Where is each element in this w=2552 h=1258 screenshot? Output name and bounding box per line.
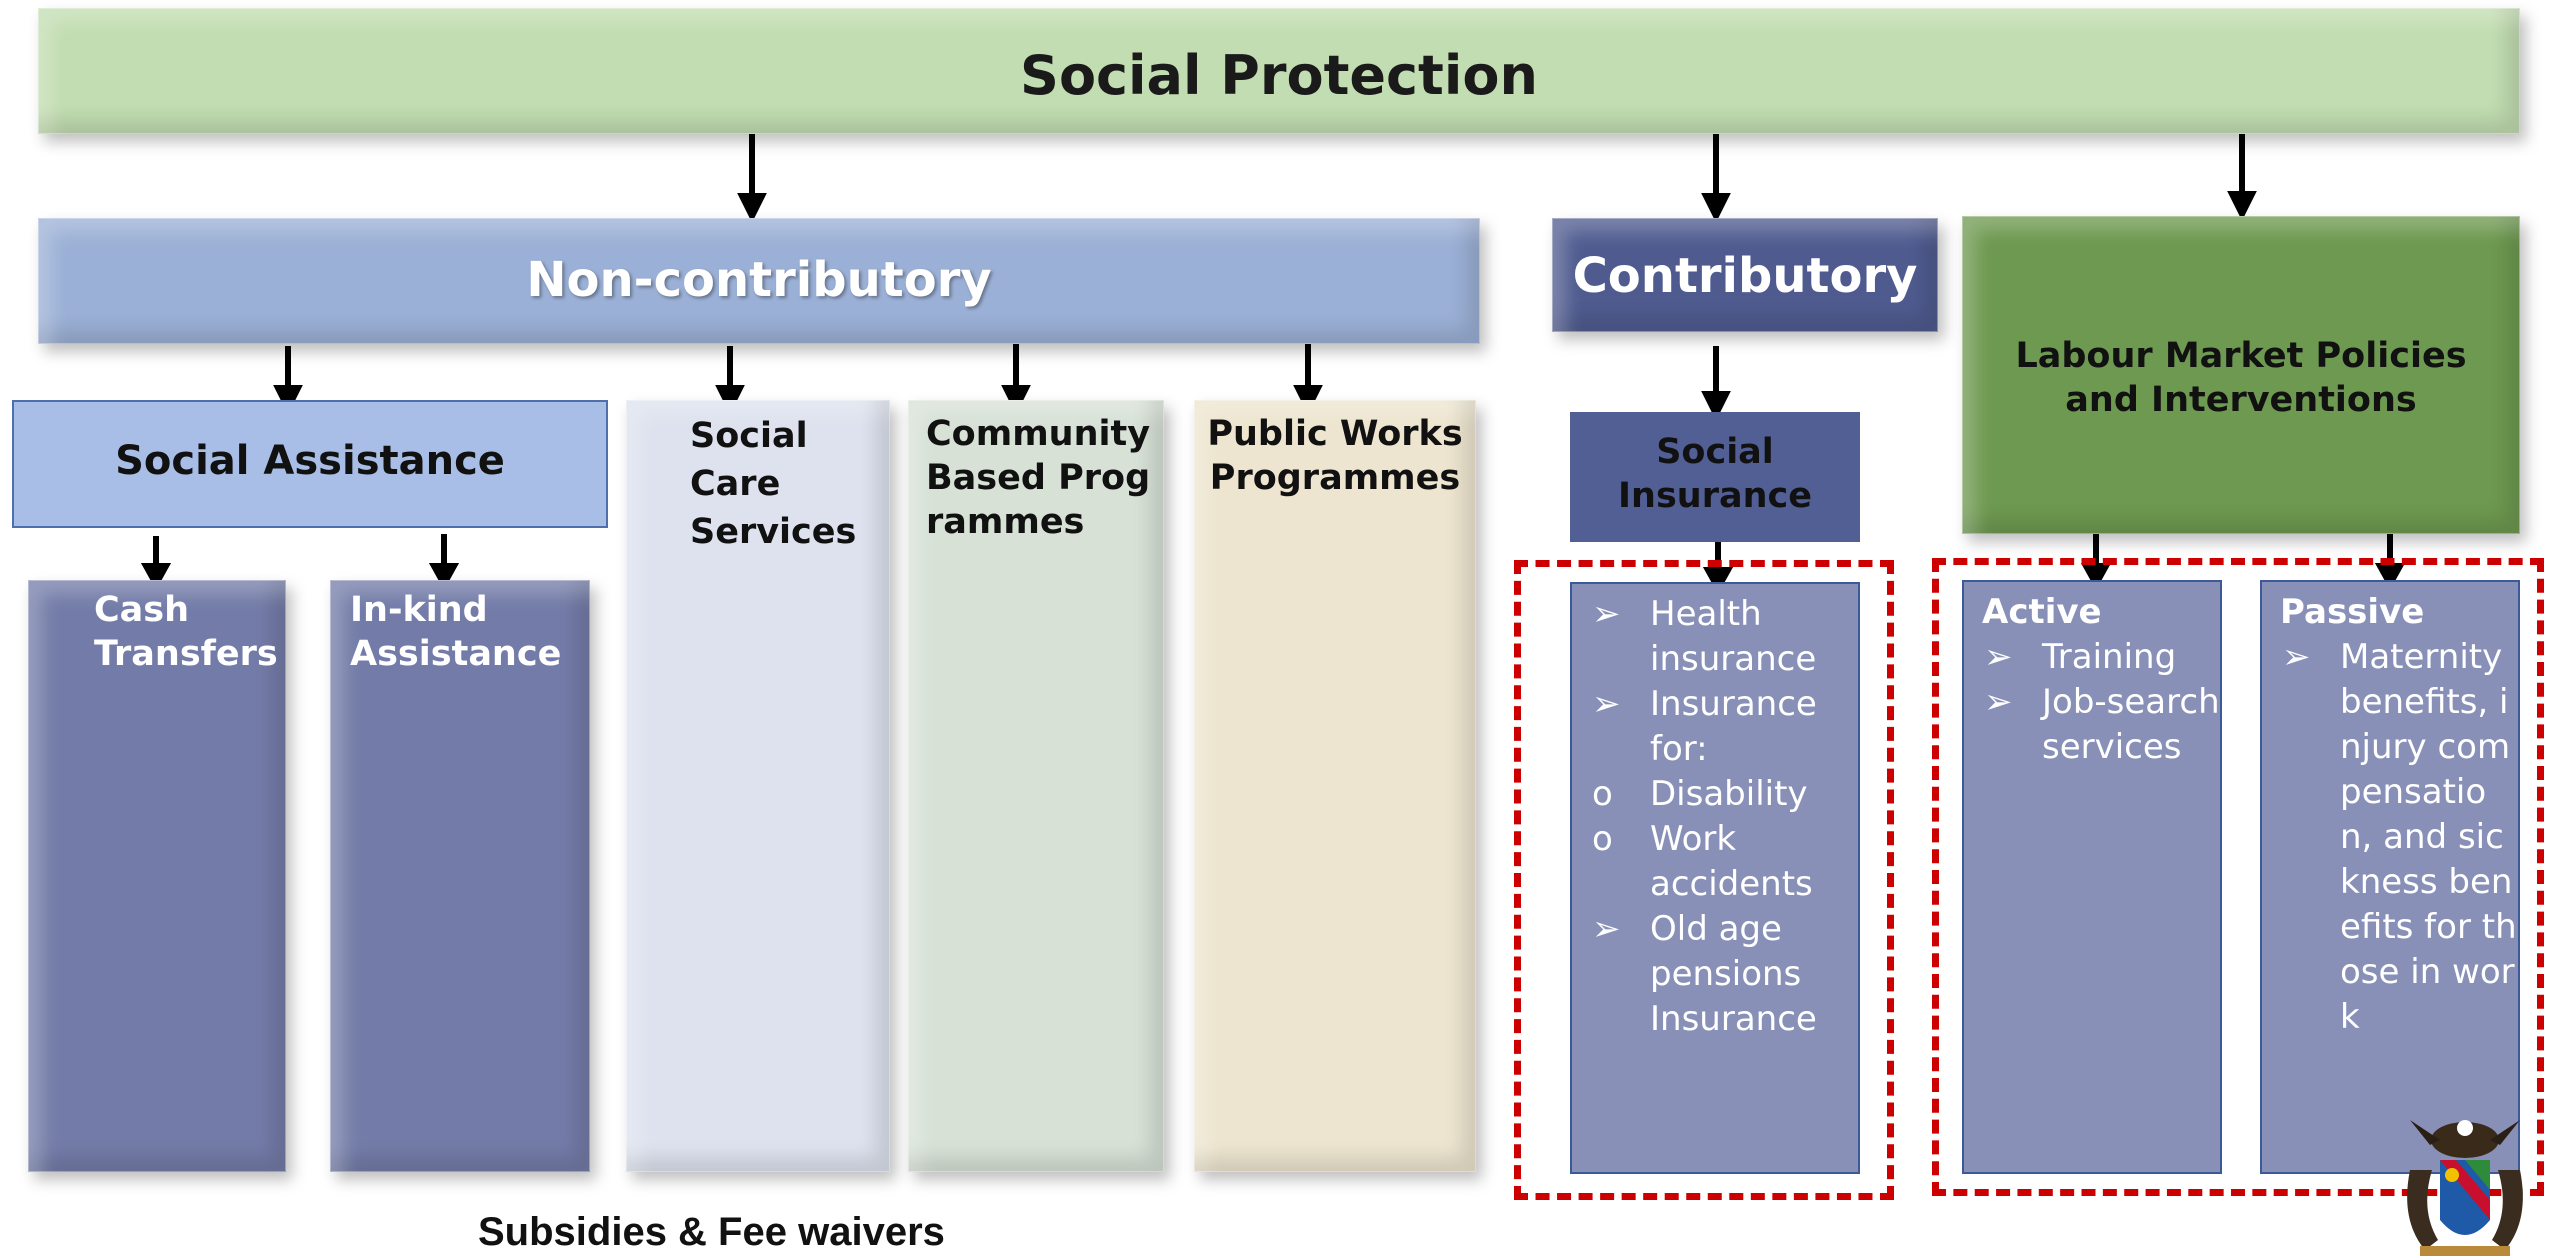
list-item: o Disability — [1572, 772, 1858, 817]
list-item: ➢ Insurance for: — [1572, 682, 1858, 772]
cash-transfers-label: Cash Transfers — [94, 590, 278, 674]
cash-transfers-box: Cash Transfers — [28, 580, 286, 1172]
list-item-text: Health insurance — [1650, 594, 1817, 679]
inkind-assistance-box: In-kind Assistance — [330, 580, 590, 1172]
bullet-circle-icon: o — [1592, 819, 1613, 859]
subsidies-caption: Subsidies & Fee waivers — [478, 1210, 945, 1254]
contributory-title: Contributory — [1572, 248, 1918, 304]
bullet-arrow-icon: ➢ — [2282, 637, 2311, 677]
labour-market-dashed-outline — [1932, 558, 2544, 1196]
contributory-box: Contributory — [1552, 218, 1938, 332]
health-list: ➢ Health insurance ➢ Insurance for: o Disab… — [1572, 584, 1858, 1042]
social-insurance-dashed-outline — [1514, 560, 1894, 1200]
list-item-text: Job-search services — [2042, 682, 2220, 767]
public-works-programmes-label: Public Works Programmes — [1207, 414, 1463, 498]
bullet-arrow-icon: ➢ — [1984, 682, 2013, 722]
labour-market-title: Labour Market Policies and Interventions — [2015, 336, 2467, 420]
social-assistance-title: Social Assistance — [115, 438, 505, 484]
list-item-text: Insurance for: — [1650, 684, 1817, 769]
passive-policies-box: Passive ➢ Maternity benefits, injury comp… — [2260, 580, 2520, 1174]
active-policies-box: Active ➢ Training ➢ Job-search services — [1962, 580, 2222, 1174]
active-heading: Active — [1982, 592, 2102, 632]
list-item: o Work accidents — [1572, 817, 1858, 907]
passive-heading: Passive — [2280, 592, 2425, 632]
labour-market-box: Labour Market Policies and Interventions — [1962, 216, 2520, 534]
list-item: ➢ Job-search services — [1964, 680, 2220, 770]
list-item-text: Work accidents — [1650, 819, 1813, 904]
social-care-services-label: Social Care Services — [690, 416, 857, 552]
list-item: ➢ Training — [1964, 635, 2220, 680]
list-item-text: Training — [2042, 637, 2177, 677]
list-item: ➢ Maternity benefits, injury compensation… — [2262, 635, 2518, 1040]
bullet-arrow-icon: ➢ — [1592, 684, 1621, 724]
social-protection-box: Social Protection — [38, 8, 2520, 134]
list-item-text: Maternity benefits, injury compensation,… — [2340, 637, 2517, 1037]
social-care-services-box: Social Care Services — [626, 400, 890, 1172]
bullet-circle-icon: o — [1592, 774, 1613, 814]
social-assistance-box: Social Assistance — [12, 400, 608, 528]
social-protection-title: Social Protection — [1020, 44, 1538, 107]
community-based-programmes-box: Community Based Programmes — [908, 400, 1164, 1172]
inkind-assistance-label: In-kind Assistance — [350, 590, 562, 674]
public-works-programmes-box: Public Works Programmes — [1194, 400, 1476, 1172]
bullet-arrow-icon: ➢ — [1592, 909, 1621, 949]
list-item: ➢ Old age pensions Insurance — [1572, 907, 1858, 1042]
social-insurance-box: Social Insurance — [1570, 412, 1860, 542]
list-item-text: Old age pensions Insurance — [1650, 909, 1817, 1039]
list-item: ➢ Health insurance — [1572, 592, 1858, 682]
bullet-arrow-icon: ➢ — [1984, 637, 2013, 677]
coat-of-arms-icon — [2407, 1120, 2523, 1256]
bullet-arrow-icon: ➢ — [1592, 594, 1621, 634]
list-item-text: Disability — [1650, 774, 1808, 814]
non-contributory-box: Non-contributory — [38, 218, 1480, 344]
social-insurance-list: ➢ Health insurance ➢ Insurance for: o Disab… — [1570, 582, 1860, 1174]
community-based-programmes-label: Community Based Programmes — [926, 414, 1151, 542]
social-insurance-title: Social Insurance — [1618, 432, 1812, 516]
non-contributory-title: Non-contributory — [526, 252, 992, 308]
